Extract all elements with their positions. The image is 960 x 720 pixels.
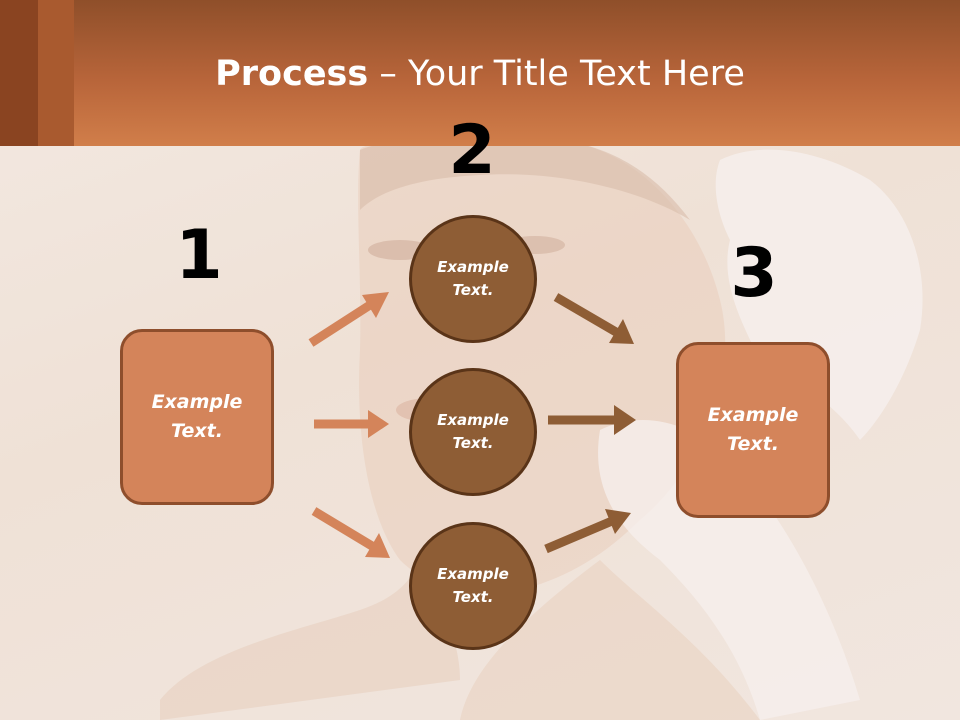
circle-top[interactable]: Example Text. [409, 215, 537, 343]
arrow-left-to-middle [314, 410, 389, 438]
arrow-middle-to-right [548, 405, 636, 435]
arrow-left-to-bottom [314, 511, 390, 558]
circle-middle[interactable]: Example Text. [409, 368, 537, 496]
left-box[interactable]: Example Text. [120, 329, 274, 505]
arrow-top-to-right [556, 297, 634, 344]
arrow-bottom-to-right [546, 509, 631, 549]
right-box[interactable]: Example Text. [676, 342, 830, 518]
circle-bottom[interactable]: Example Text. [409, 522, 537, 650]
arrow-left-to-top [311, 292, 389, 343]
